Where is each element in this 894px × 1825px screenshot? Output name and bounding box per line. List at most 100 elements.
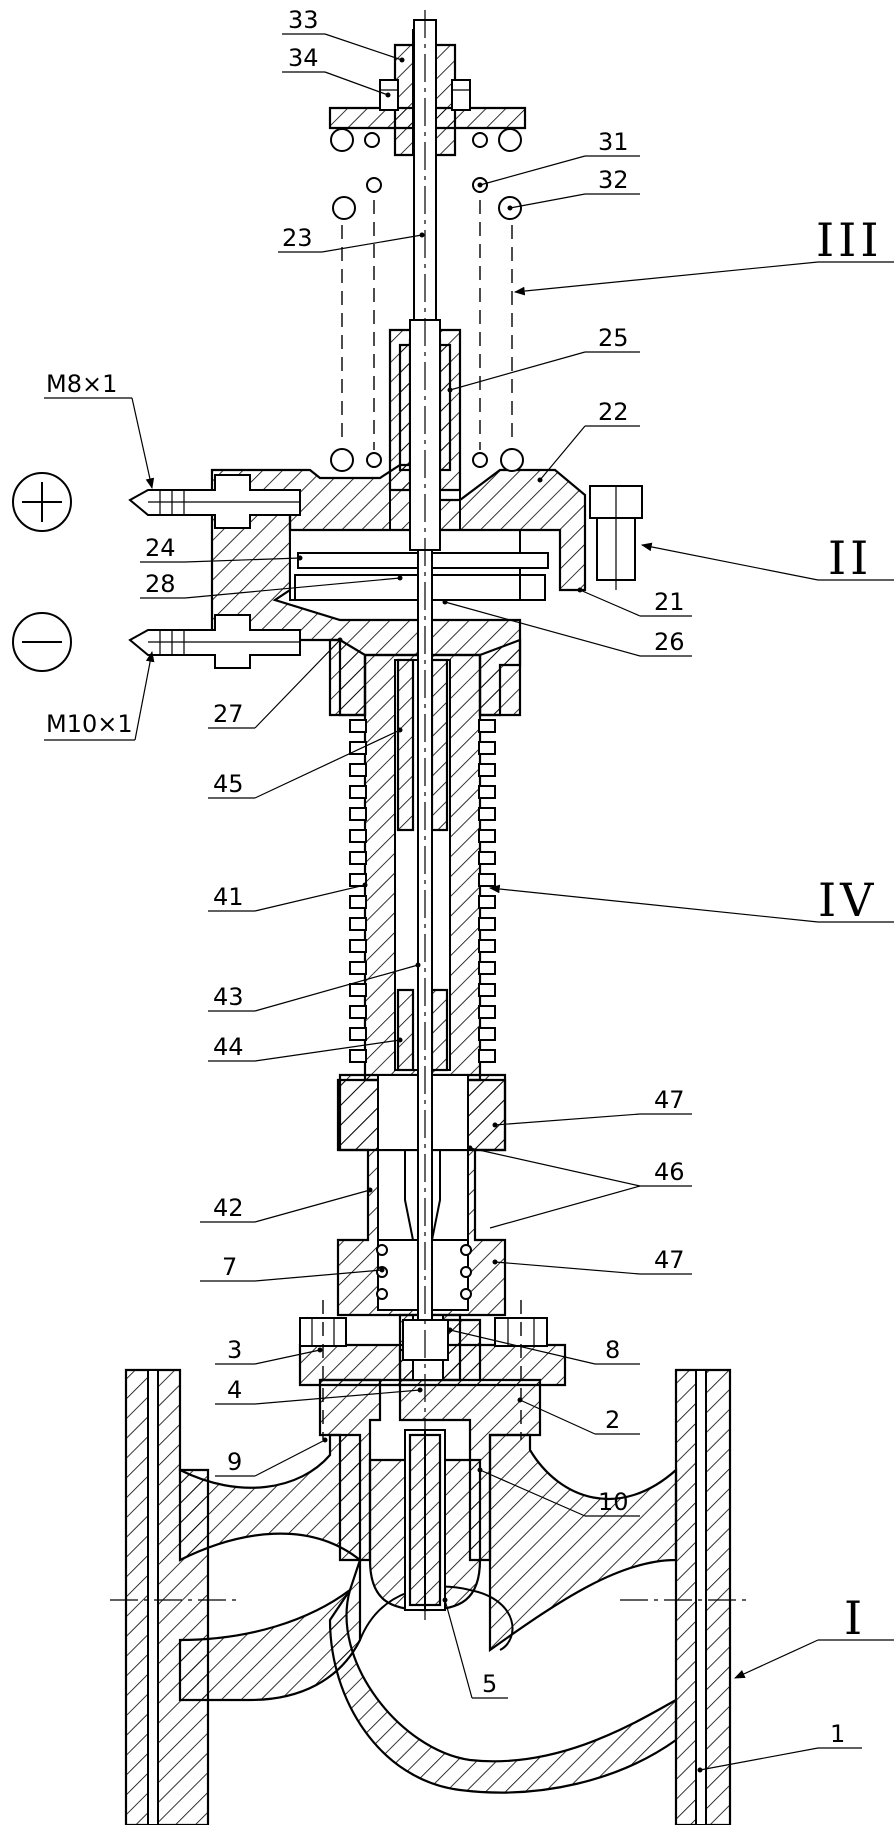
- callout-dot: [317, 1347, 323, 1353]
- part-callout-25: 25: [447, 324, 640, 393]
- view-label-ii: II: [828, 531, 872, 585]
- callout-leader: [699, 1747, 819, 1771]
- plus-symbol: +: [12, 472, 72, 532]
- fin-right: [478, 741, 496, 755]
- part-callout-33: 33: [282, 6, 405, 63]
- part-number-label: 5: [482, 1670, 497, 1698]
- part-number-label: 33: [288, 6, 319, 34]
- part-number-label: 41: [213, 883, 244, 911]
- callout-leader: [184, 557, 301, 563]
- port-fitting-minus: [128, 614, 301, 669]
- callout-leader: [254, 1349, 321, 1365]
- port-fitting-plus: [128, 474, 301, 529]
- valve-body: [110, 1368, 750, 1825]
- callout-dot: [385, 92, 391, 98]
- fin-left: [349, 983, 367, 997]
- stem: [402, 10, 449, 1620]
- callout-dot: [492, 1259, 498, 1265]
- fin-right: [478, 983, 496, 997]
- callout-leader: [449, 1329, 596, 1365]
- callout-dot: [447, 1327, 453, 1333]
- part-number-label: 3: [227, 1336, 242, 1364]
- callout-leader: [494, 1261, 641, 1275]
- part-number-label: 34: [288, 44, 319, 72]
- part-callout-24: 24: [140, 534, 303, 563]
- callout-dot: [397, 1037, 403, 1043]
- fin-right: [478, 873, 496, 887]
- part-callout-1: 1: [697, 1720, 862, 1773]
- part-number-label: 7: [222, 1253, 237, 1281]
- part-number-label: 32: [598, 166, 629, 194]
- callout-leader: [469, 1147, 641, 1187]
- fin-right: [478, 917, 496, 931]
- callout-leader: [254, 639, 341, 729]
- fin-left: [349, 895, 367, 909]
- callout-leader: [479, 155, 586, 186]
- thread-label-bottom: M10×1: [44, 650, 155, 741]
- fin-left: [349, 961, 367, 975]
- part-number-label: 10: [598, 1488, 629, 1516]
- callout-leader: [254, 884, 366, 912]
- callout-dot: [362, 882, 368, 888]
- callout-leader: [324, 33, 403, 61]
- part-callout-5: 5: [442, 1597, 508, 1699]
- callout-leader: [254, 1269, 383, 1282]
- part-number-label: 45: [213, 770, 244, 798]
- part-number-label: 27: [213, 700, 244, 728]
- fin-left: [349, 807, 367, 821]
- fin-right: [478, 895, 496, 909]
- fin-right: [478, 1049, 496, 1063]
- part-callout-27: 27: [208, 637, 343, 729]
- part-callout-9: 9: [215, 1437, 328, 1477]
- thread-label-top: M8×1: [44, 370, 155, 490]
- part-callout-41: 41: [208, 882, 368, 912]
- fin-right: [478, 763, 496, 777]
- callout-leader: [254, 964, 419, 1012]
- part-callout-47: 47: [492, 1086, 692, 1128]
- fin-left: [349, 1027, 367, 1041]
- part-callout-2: 2: [517, 1397, 640, 1435]
- minus-symbol: −: [12, 612, 72, 672]
- callout-dot: [492, 1122, 498, 1128]
- part-callout-22: 22: [537, 398, 640, 483]
- callout-dot: [397, 727, 403, 733]
- part-callout-28: 28: [140, 570, 403, 599]
- fin-left: [349, 1005, 367, 1019]
- callout-dot: [399, 57, 405, 63]
- fin-right: [478, 851, 496, 865]
- callout-leader: [579, 589, 641, 617]
- part-callout-8: 8: [447, 1327, 640, 1365]
- part-callout-46: 46: [467, 1145, 692, 1229]
- part-callout-32: 32: [507, 166, 640, 211]
- callout-leader: [509, 193, 586, 209]
- fin-right: [478, 939, 496, 953]
- callout-dot: [537, 477, 543, 483]
- view-marker-iv: IV: [488, 873, 894, 927]
- callout-leader: [479, 1469, 586, 1517]
- part-callout-47: 47: [492, 1246, 692, 1275]
- callout-dot: [507, 205, 513, 211]
- fin-left: [349, 763, 367, 777]
- fin-left: [349, 851, 367, 865]
- callout-dot: [442, 1597, 448, 1603]
- part-number-label: 4: [227, 1376, 242, 1404]
- callout-dot: [379, 1267, 385, 1273]
- part-callout-10: 10: [477, 1467, 640, 1517]
- fin-left: [349, 719, 367, 733]
- part-number-label: 8: [605, 1336, 620, 1364]
- part-callout-44: 44: [208, 1033, 403, 1062]
- view-label-i: I: [844, 1591, 866, 1645]
- callout-leader: [444, 601, 641, 657]
- fin-right: [478, 807, 496, 821]
- view-marker-i: I: [734, 1591, 894, 1679]
- callout-leader: [254, 1389, 421, 1405]
- callout-dot: [442, 599, 448, 605]
- part-number-label: 44: [213, 1033, 244, 1061]
- callout-dot: [477, 1467, 483, 1473]
- callout-dot: [447, 387, 453, 393]
- callout-leader: [254, 1189, 371, 1223]
- thread-m8-label: M8×1: [46, 370, 117, 398]
- callout-dot: [367, 1187, 373, 1193]
- part-number-label: 22: [598, 398, 629, 426]
